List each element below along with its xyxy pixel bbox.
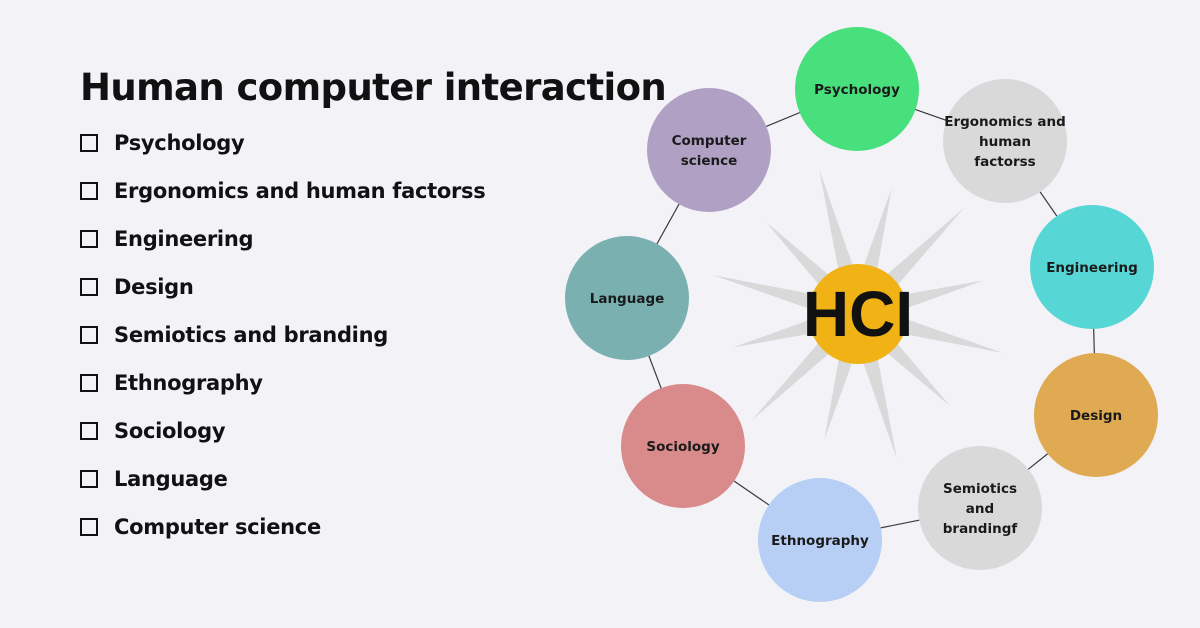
- topic-item: Engineering: [80, 215, 666, 263]
- topic-item: Language: [80, 455, 666, 503]
- topic-label: Sociology: [114, 419, 226, 443]
- node-circle: [647, 88, 771, 212]
- node-engineering: Engineering: [1030, 205, 1154, 329]
- hci-center: HCI: [803, 264, 913, 364]
- node-label: Ergonomics and: [944, 114, 1066, 130]
- checkbox-icon: [80, 374, 98, 392]
- node-label: Engineering: [1046, 260, 1138, 276]
- node-circle: [621, 384, 745, 508]
- topic-item: Psychology: [80, 119, 666, 167]
- node-label: Computer: [672, 133, 747, 149]
- topic-label: Language: [114, 467, 228, 491]
- node-ethnography: Ethnography: [758, 478, 882, 602]
- node-label: human: [979, 134, 1031, 150]
- checkbox-icon: [80, 182, 98, 200]
- checkbox-icon: [80, 134, 98, 152]
- topic-item: Sociology: [80, 407, 666, 455]
- node-label: Design: [1070, 408, 1122, 424]
- node-label: science: [681, 153, 738, 169]
- node-label: brandingf: [943, 521, 1018, 537]
- node-semiotics-and-brandingf: Semiotics and brandingf: [918, 446, 1042, 570]
- node-circle: [795, 27, 919, 151]
- node-computer-science: Computer science: [647, 88, 771, 212]
- node-circle: [943, 79, 1067, 203]
- node-label: factorss: [974, 154, 1035, 170]
- node-circle: [565, 236, 689, 360]
- node-label: Psychology: [814, 82, 900, 98]
- node-label: Sociology: [646, 439, 719, 455]
- topic-item: Ergonomics and human factorss: [80, 167, 666, 215]
- node-language: Language: [565, 236, 689, 360]
- checkbox-icon: [80, 230, 98, 248]
- node-label: and: [966, 501, 994, 517]
- topic-label: Engineering: [114, 227, 254, 251]
- node-ergonomics-and-human-factorss: Ergonomics and human factorss: [943, 79, 1067, 203]
- hci-label: HCI: [803, 278, 913, 350]
- topic-item: Design: [80, 263, 666, 311]
- node-design: Design: [1034, 353, 1158, 477]
- topic-item: Semiotics and branding: [80, 311, 666, 359]
- node-label: Ethnography: [771, 533, 869, 549]
- topic-item: Computer science: [80, 503, 666, 551]
- topic-label: Design: [114, 275, 194, 299]
- page-title: Human computer interaction: [80, 66, 667, 109]
- node-circle: [758, 478, 882, 602]
- node-circle: [1030, 205, 1154, 329]
- node-psychology: Psychology: [795, 27, 919, 151]
- checkbox-icon: [80, 470, 98, 488]
- topic-label: Semiotics and branding: [114, 323, 388, 347]
- hci-center-circle: [808, 264, 908, 364]
- node-circle: [1034, 353, 1158, 477]
- topic-item: Ethnography: [80, 359, 666, 407]
- topic-label: Ethnography: [114, 371, 263, 395]
- node-label: Language: [590, 291, 665, 307]
- checkbox-icon: [80, 518, 98, 536]
- topic-label: Ergonomics and human factorss: [114, 179, 486, 203]
- checkbox-icon: [80, 422, 98, 440]
- node-sociology: Sociology: [621, 384, 745, 508]
- node-label: Semiotics: [943, 481, 1017, 497]
- topic-label: Computer science: [114, 515, 321, 539]
- node-circle: [918, 446, 1042, 570]
- topic-label: Psychology: [114, 131, 245, 155]
- checkbox-icon: [80, 278, 98, 296]
- checkbox-icon: [80, 326, 98, 344]
